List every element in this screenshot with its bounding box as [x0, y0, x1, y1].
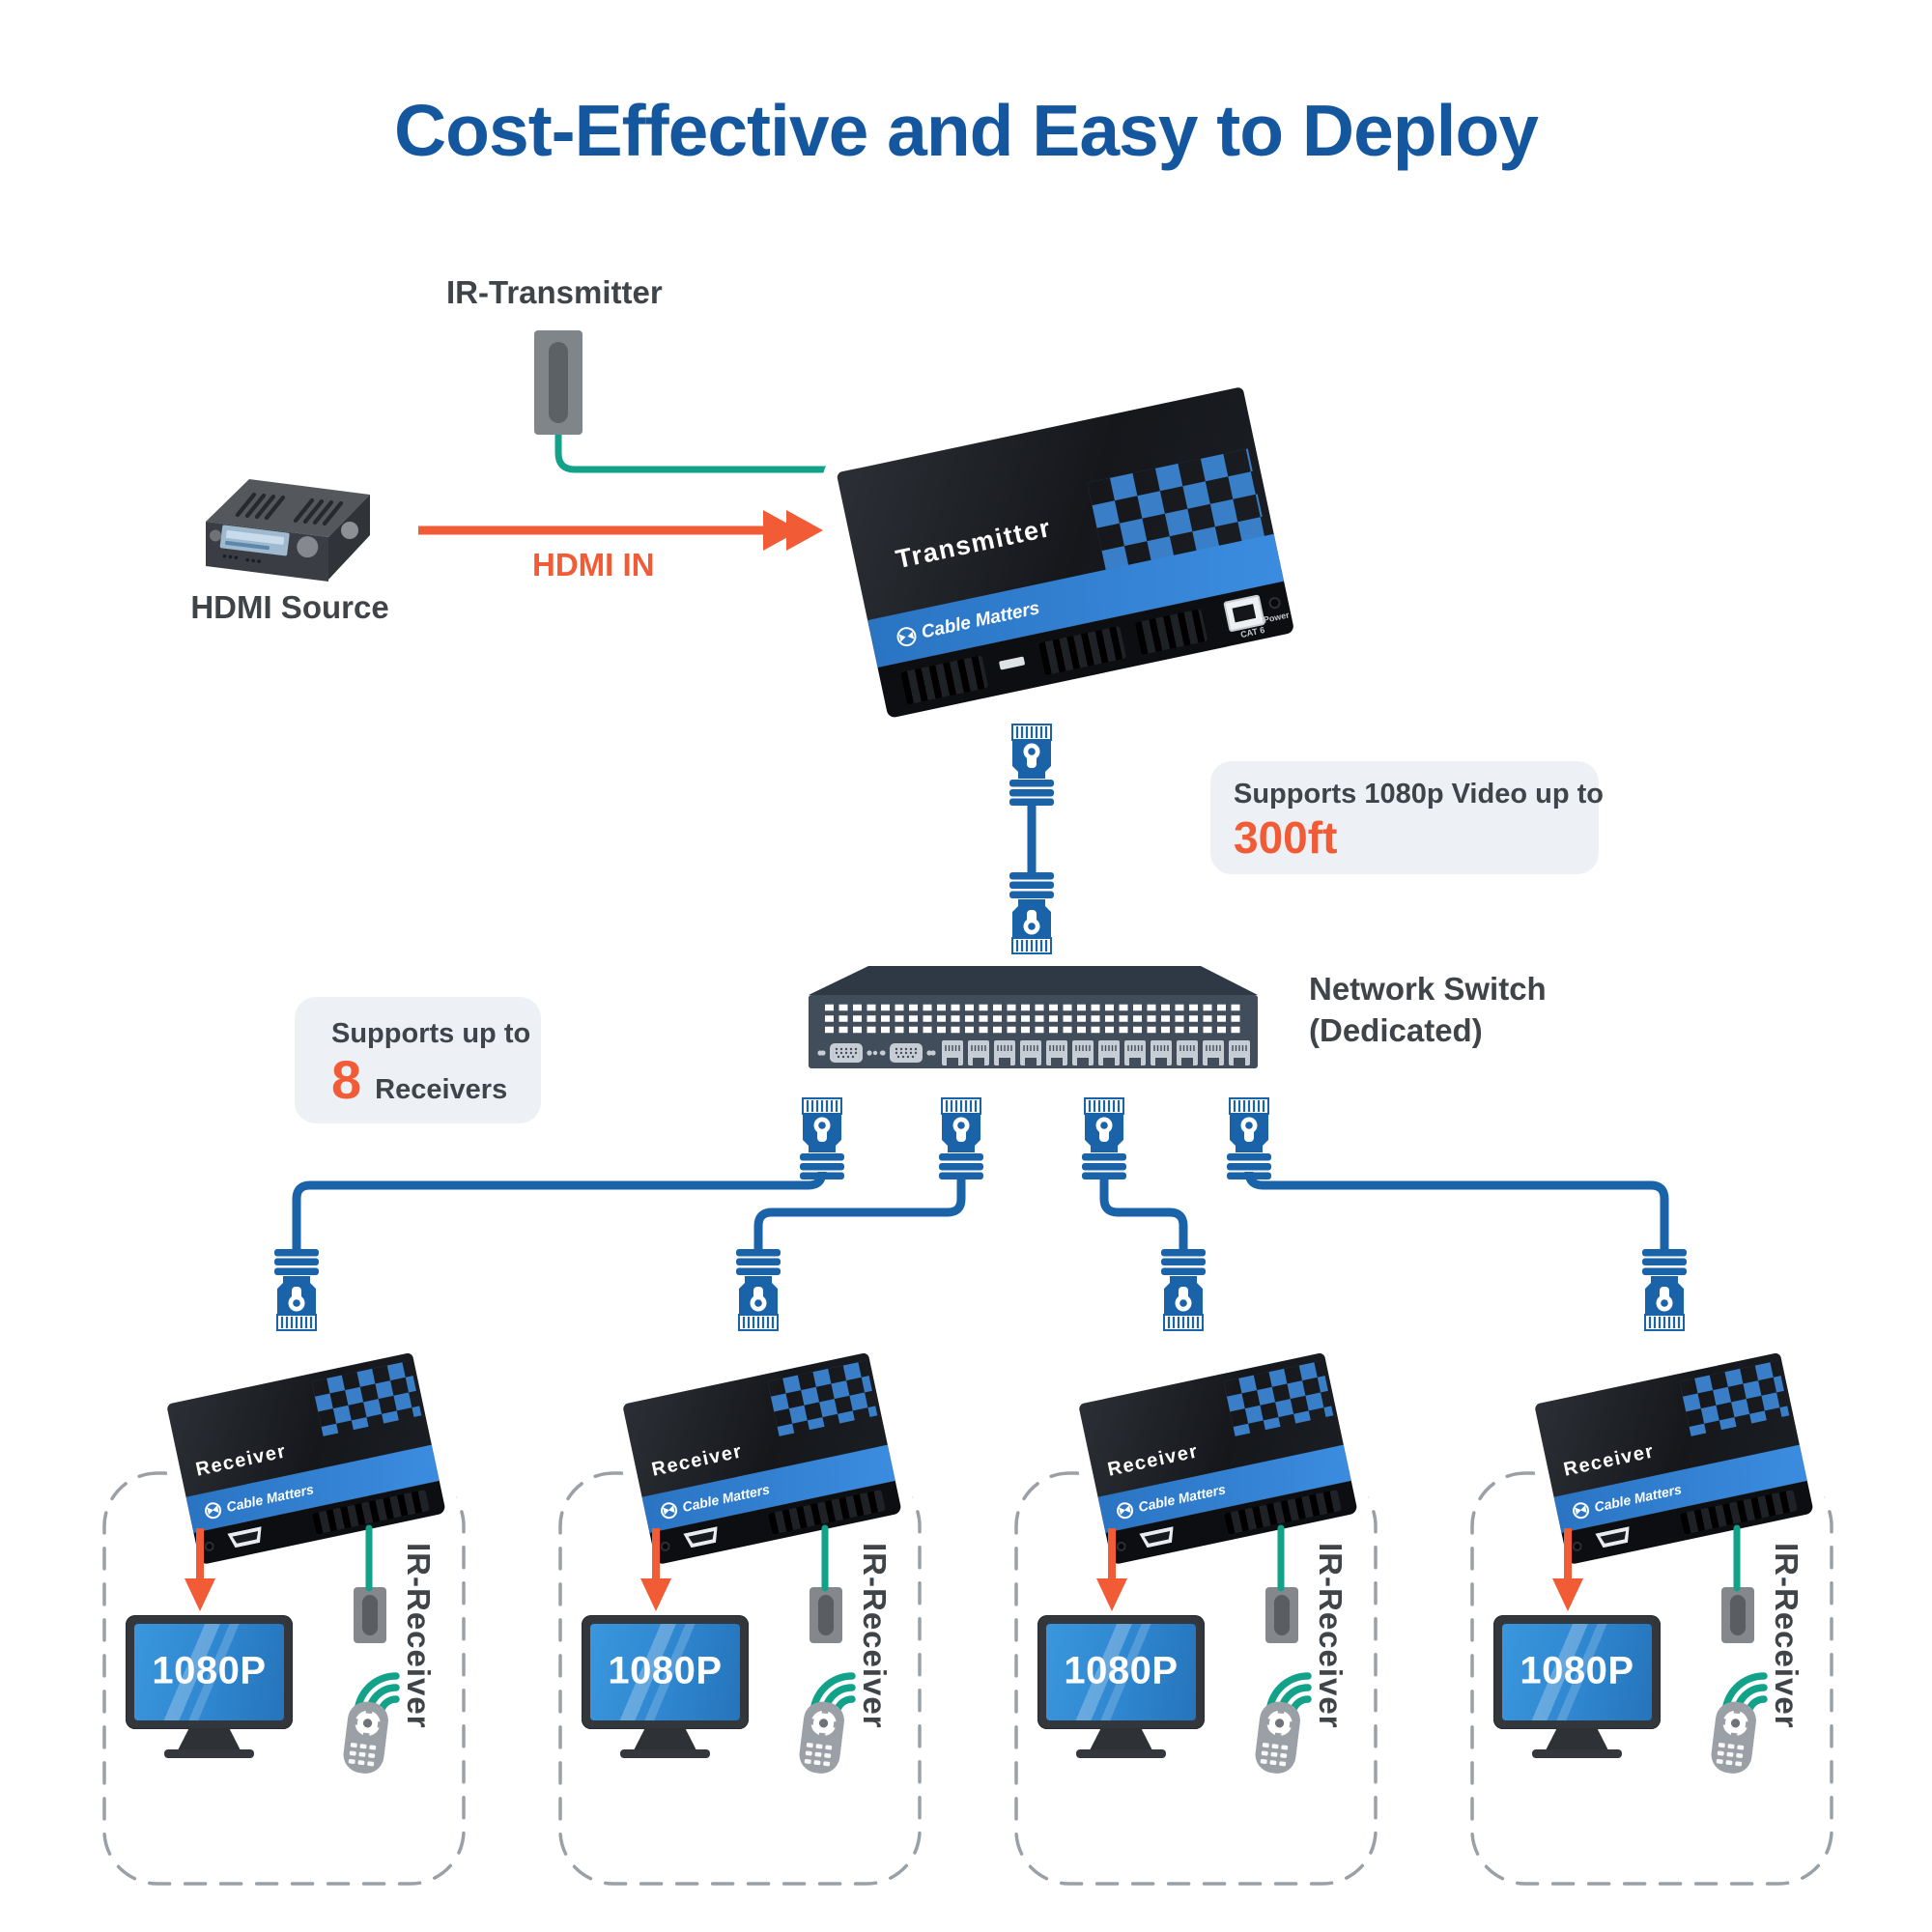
video-callout: Supports 1080p Video up to 300ft [1210, 761, 1604, 874]
hdmi-source-device [206, 479, 370, 582]
receivers-callout: Supports up to 8 Receivers [295, 997, 541, 1123]
receiver-device-1: Receiver Cable Matters [166, 1351, 446, 1566]
network-switch-label-line1: Network Switch [1309, 971, 1547, 1007]
checker-pattern [1679, 1360, 1790, 1436]
hdmi-out-port-icon [227, 1526, 265, 1548]
monitor-base [164, 1749, 254, 1758]
cable-matters-logo-icon [203, 1500, 223, 1520]
transmitter-device: Transmitter Cable Matters CAT 6 Power [834, 386, 1297, 720]
cable-matters-logo-icon [895, 625, 919, 648]
receiver-name-label: Receiver [1561, 1440, 1657, 1481]
receiver-name-label: Receiver [649, 1440, 745, 1481]
hdmi-in-label: HDMI IN [532, 547, 655, 582]
ir-receiver-dongle-icon [1265, 1587, 1298, 1643]
vent-slots [900, 655, 989, 705]
monitor-screen: 1080P [1046, 1624, 1196, 1720]
monitor-resolution-label: 1080P [608, 1649, 723, 1692]
vent-slots [1134, 609, 1208, 655]
ir-receiver-dongle-icon [354, 1587, 386, 1643]
monitor-4: 1080P [1493, 1615, 1661, 1729]
ir-receiver-label-3: IR-Receiver [1313, 1543, 1349, 1729]
checker-pattern [1223, 1360, 1334, 1436]
receivers-callout-text: Supports up to [331, 1018, 531, 1049]
monitor-base [1532, 1749, 1622, 1758]
checker-pattern [767, 1360, 878, 1436]
ir-cable [554, 429, 854, 473]
ir-receiver-label-4: IR-Receiver [1769, 1543, 1804, 1729]
cable-matters-logo-icon [1115, 1500, 1135, 1520]
receivers-callout-value: 8 [331, 1049, 362, 1110]
power-port-icon [203, 1540, 215, 1552]
ir-receiver-dongle-icon [810, 1587, 842, 1643]
page-title: Cost-Effective and Easy to Deploy [394, 90, 1539, 171]
receiver-device-3: Receiver Cable Matters [1078, 1351, 1358, 1566]
transmitter-name-label: Transmitter [893, 512, 1054, 575]
monitor-3: 1080P [1037, 1615, 1205, 1729]
monitor-base [1076, 1749, 1166, 1758]
monitor-2: 1080P [582, 1615, 749, 1729]
checker-pattern [311, 1360, 422, 1436]
receivers-callout-unit: Receivers [375, 1074, 508, 1105]
hdmi-in-arrow [418, 510, 823, 551]
receiver-name-label: Receiver [1105, 1440, 1201, 1481]
receiver-device-2: Receiver Cable Matters [622, 1351, 902, 1566]
cable-matters-logo-icon [1571, 1500, 1591, 1520]
power-port-icon [1571, 1540, 1583, 1552]
monitor-screen: 1080P [1502, 1624, 1652, 1720]
ir-transmitter-label: IR-Transmitter [446, 274, 663, 310]
network-switch-label: Network Switch (Dedicated) [1309, 969, 1547, 1052]
monitor-resolution-label: 1080P [152, 1649, 267, 1692]
cables-switch-to-receivers [292, 1171, 1669, 1253]
video-callout-text: Supports 1080p Video up to [1234, 779, 1604, 810]
receiver-device-4: Receiver Cable Matters [1534, 1351, 1814, 1566]
ir-transmitter-dongle-icon [534, 330, 582, 435]
power-led-icon [1267, 595, 1282, 611]
monitor-base [620, 1749, 710, 1758]
monitor-resolution-label: 1080P [1064, 1649, 1179, 1692]
network-switch-device [809, 966, 1258, 1068]
ir-receiver-label-2: IR-Receiver [857, 1543, 893, 1729]
hdmi-source-label: HDMI Source [190, 589, 389, 625]
ir-receiver-dongle-icon [1721, 1587, 1754, 1643]
hdmi-out-port-icon [1139, 1526, 1177, 1548]
video-callout-value: 300ft [1234, 812, 1338, 863]
usb-slot [998, 656, 1026, 670]
ir-receiver-label-1: IR-Receiver [401, 1543, 437, 1729]
power-port-icon [1115, 1540, 1127, 1552]
monitor-1: 1080P [126, 1615, 293, 1729]
cable-matters-logo-icon [659, 1500, 679, 1520]
receiver-name-label: Receiver [193, 1440, 289, 1481]
cable-transmitter-to-switch [1008, 723, 1056, 955]
monitor-resolution-label: 1080P [1520, 1649, 1634, 1692]
monitor-screen: 1080P [590, 1624, 740, 1720]
hdmi-out-port-icon [1595, 1526, 1633, 1548]
power-label: Power [1262, 610, 1291, 625]
network-switch-label-line2: (Dedicated) [1309, 1011, 1483, 1048]
power-port-icon [659, 1540, 671, 1552]
hdmi-out-port-icon [683, 1526, 721, 1548]
monitor-screen: 1080P [134, 1624, 284, 1720]
vent-slots [1037, 626, 1127, 676]
